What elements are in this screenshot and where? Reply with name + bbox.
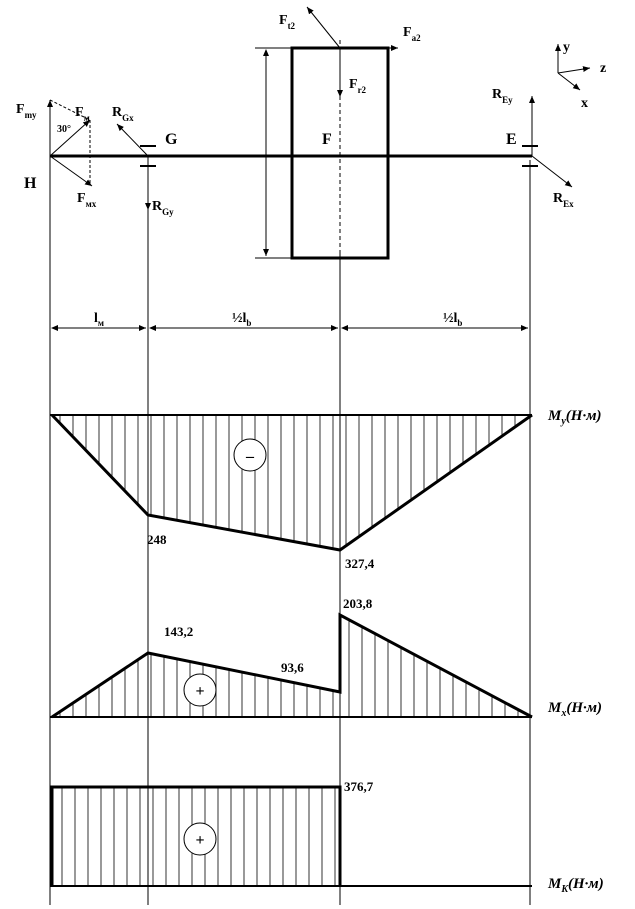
Mx-diagram: [50, 612, 533, 719]
Mx-axis-label: Mx(Н·м): [547, 700, 602, 719]
My-sign-circle: –: [233, 438, 267, 472]
axis-y-label: y: [563, 40, 570, 55]
Mx-value-F-right: 203,8: [343, 596, 373, 611]
point-G-label: G: [165, 131, 178, 148]
force-Fm-arrow: [49, 99, 91, 185]
Mx-value-F-left: 93,6: [281, 660, 304, 675]
Mk-sign-circle: +: [183, 822, 217, 856]
force-Fmx-arrow: [49, 155, 93, 187]
My-diagram: [50, 413, 533, 552]
axis-x-label: x: [581, 96, 588, 111]
reaction-REy-label: REy: [492, 87, 513, 105]
force-Fm-label: Fм: [75, 105, 90, 123]
force-Ft2-arrow: [306, 6, 341, 49]
angle-label: 30°: [57, 124, 71, 135]
force-Fmx-label: Fмx: [77, 191, 97, 209]
svg-text:+: +: [195, 832, 204, 849]
My-axis-label: My(Н·м): [547, 408, 601, 427]
force-Ft2-label: Ft2: [279, 13, 296, 31]
Mx-sign-circle: +: [183, 673, 217, 707]
dim-half-lb-1-label: ½lb: [232, 311, 251, 328]
My-value-G: 248: [147, 532, 167, 547]
Mk-diagram: [50, 785, 532, 887]
axis-z-label: z: [600, 61, 606, 76]
Mk-value: 376,7: [344, 779, 374, 794]
force-Fmy-label: Fmy: [16, 102, 37, 120]
reaction-REx-label: REx: [553, 191, 574, 209]
vertical-reference-lines: [49, 40, 531, 905]
My-value-F: 327,4: [345, 556, 375, 571]
svg-text:–: –: [245, 448, 255, 465]
Mx-hatching: [59, 619, 519, 717]
reaction-RGy-label: RGy: [152, 199, 174, 217]
reaction-RGx-label: RGx: [112, 105, 134, 123]
force-Fr2-label: Fr2: [349, 77, 367, 95]
force-Fa2-label: Fa2: [403, 25, 421, 43]
Mk-axis-label: MK(Н·м): [547, 876, 604, 895]
My-hatching: [59, 415, 529, 549]
svg-text:+: +: [195, 683, 204, 700]
dim-half-lb-2-label: ½lb: [443, 311, 462, 328]
point-F-label: F: [322, 131, 332, 148]
bearing-E: [522, 145, 538, 167]
dim-lm-label: lм: [94, 311, 104, 328]
reaction-REx-arrow: [531, 155, 573, 188]
reaction-RGx-arrow: [116, 123, 149, 157]
gear-body: [255, 46, 390, 260]
point-H-label: H: [24, 175, 37, 192]
coordinate-axes-icon: [555, 44, 591, 91]
Mk-hatching: [61, 787, 336, 886]
Mx-value-G: 143,2: [164, 624, 193, 639]
point-E-label: E: [506, 131, 517, 148]
